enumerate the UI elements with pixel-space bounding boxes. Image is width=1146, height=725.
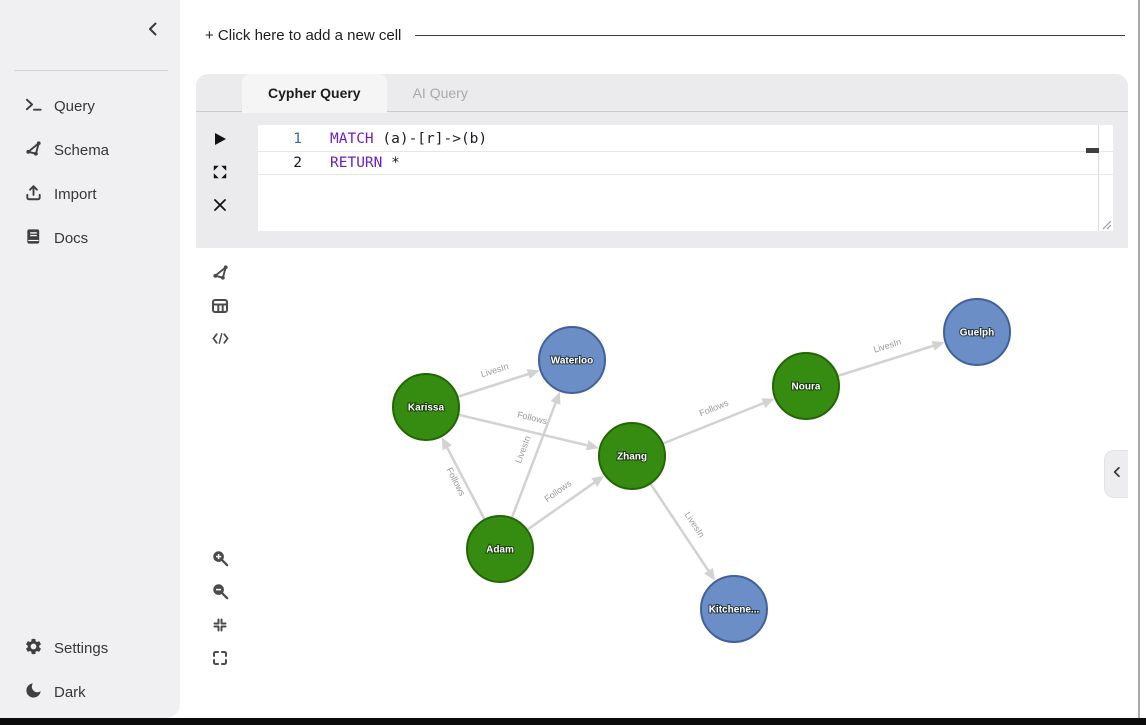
node-label: Karissa xyxy=(408,403,445,414)
gear-icon xyxy=(24,637,43,660)
node-label: Guelph xyxy=(960,328,994,339)
sidebar-item-label: Schema xyxy=(54,141,110,159)
edge-label: LivesIn xyxy=(513,434,533,464)
edge-label: LivesIn xyxy=(872,337,902,355)
edge-arrowhead xyxy=(761,398,775,408)
sidebar-item-import[interactable]: Import xyxy=(0,172,180,216)
code-text: MATCH (a)-[r]->(b) xyxy=(330,131,488,147)
add-cell-divider xyxy=(415,35,1125,36)
sidebar-item-dark-mode[interactable]: Dark xyxy=(0,670,180,714)
graph-node-kitchener[interactable] xyxy=(700,575,768,643)
play-icon xyxy=(212,132,228,150)
bottom-bar xyxy=(0,718,1146,725)
upload-icon xyxy=(24,183,43,206)
graph-canvas[interactable]: LivesInFollowsFollowsLivesInFollowsFollo… xyxy=(196,248,1128,705)
sidebar-item-query[interactable]: Query xyxy=(0,84,180,128)
edge-arrowhead xyxy=(586,440,599,451)
sidebar-collapse-button[interactable] xyxy=(143,20,163,40)
fit-graph-button[interactable] xyxy=(209,615,231,637)
right-drawer-edge[interactable] xyxy=(1138,0,1140,718)
sidebar-item-label: Dark xyxy=(54,683,86,701)
expand-arrows-icon xyxy=(212,165,228,183)
moon-icon xyxy=(24,681,43,704)
close-cell-button[interactable] xyxy=(210,196,230,216)
sidebar-item-label: Query xyxy=(54,97,95,115)
graph-node-noura[interactable] xyxy=(772,352,840,420)
edge-label: LivesIn xyxy=(683,510,707,539)
book-icon xyxy=(24,227,43,250)
edge-arrowhead xyxy=(441,437,452,451)
graph-triangle-icon xyxy=(24,139,43,162)
zoom-in-button[interactable] xyxy=(209,549,231,571)
edge-label: LivesIn xyxy=(480,361,510,379)
sidebar-nav: Query Schema Import Docs xyxy=(0,84,180,260)
table-view-button[interactable] xyxy=(209,296,231,318)
table-view-icon xyxy=(211,298,229,318)
graph-node-adam[interactable] xyxy=(466,515,534,583)
graph-node-karissa[interactable] xyxy=(392,373,460,441)
code-view-button[interactable] xyxy=(209,329,231,351)
edge-label: Follows xyxy=(516,409,548,426)
node-label: Waterloo xyxy=(551,356,593,367)
editor-line[interactable]: 2 RETURN * xyxy=(258,151,1113,175)
tab-cypher-query[interactable]: Cypher Query xyxy=(242,74,387,112)
expand-cell-button[interactable] xyxy=(210,163,230,183)
add-cell-button[interactable]: + Click here to add a new cell xyxy=(205,27,402,44)
code-view-icon xyxy=(211,333,230,351)
main-content: + Click here to add a new cell Cypher Qu… xyxy=(180,0,1146,718)
node-label: Noura xyxy=(792,382,821,393)
close-icon xyxy=(213,198,227,215)
query-cell: Cypher Query AI Query xyxy=(196,74,1128,705)
graph-view-icon xyxy=(211,265,230,285)
graph-node-waterloo[interactable] xyxy=(538,326,606,394)
right-panel-toggle[interactable] xyxy=(1104,450,1128,498)
fullscreen-icon xyxy=(211,650,229,670)
sidebar-footer: Settings Dark xyxy=(0,626,180,714)
editor-resize-handle[interactable] xyxy=(1100,218,1112,230)
editor-lines: 1 MATCH (a)-[r]->(b) 2 RETURN * xyxy=(258,125,1113,175)
sidebar-item-label: Import xyxy=(54,185,97,203)
sidebar-item-schema[interactable]: Schema xyxy=(0,128,180,172)
run-query-button[interactable] xyxy=(210,130,230,150)
zoom-out-icon xyxy=(211,584,230,604)
edge-arrowhead xyxy=(591,475,605,487)
tab-ai-query[interactable]: AI Query xyxy=(412,85,468,101)
graph-node-guelph[interactable] xyxy=(943,298,1011,366)
sidebar: Query Schema Import Docs Settings xyxy=(0,0,180,718)
editor-line[interactable]: 1 MATCH (a)-[r]->(b) xyxy=(258,127,1113,151)
line-number: 2 xyxy=(293,155,302,171)
edge-arrowhead xyxy=(526,369,540,380)
graph-view-button[interactable] xyxy=(209,263,231,285)
fullscreen-button[interactable] xyxy=(209,648,231,670)
sidebar-divider xyxy=(14,70,168,71)
edge-label: Follows xyxy=(698,397,730,418)
add-cell-row: + Click here to add a new cell xyxy=(205,27,1125,44)
zoom-in-icon xyxy=(211,551,230,571)
editor-scrollbar-track xyxy=(1086,125,1099,231)
chevron-left-icon xyxy=(1110,465,1124,484)
code-text: RETURN * xyxy=(330,155,400,171)
sidebar-item-settings[interactable]: Settings xyxy=(0,626,180,670)
cell-tabbar: Cypher Query AI Query xyxy=(196,74,1128,112)
editor-scrollbar-thumb[interactable] xyxy=(1086,148,1099,153)
edge-arrowhead xyxy=(550,391,561,405)
collapse-arrows-icon xyxy=(211,618,229,637)
edge-arrowhead xyxy=(931,340,945,351)
sidebar-item-label: Settings xyxy=(54,639,109,657)
terminal-icon xyxy=(24,95,43,118)
sidebar-item-label: Docs xyxy=(54,229,89,247)
sidebar-item-docs[interactable]: Docs xyxy=(0,216,180,260)
edge-arrowhead xyxy=(704,567,716,581)
node-label: Zhang xyxy=(617,452,647,463)
line-number: 1 xyxy=(293,131,302,147)
node-label: Adam xyxy=(486,545,514,556)
zoom-out-button[interactable] xyxy=(209,582,231,604)
cypher-editor[interactable]: 1 MATCH (a)-[r]->(b) 2 RETURN * xyxy=(258,125,1113,231)
graph-node-zhang[interactable] xyxy=(598,422,666,490)
chevron-left-icon xyxy=(144,22,162,41)
node-label: Kitchene... xyxy=(709,605,760,616)
